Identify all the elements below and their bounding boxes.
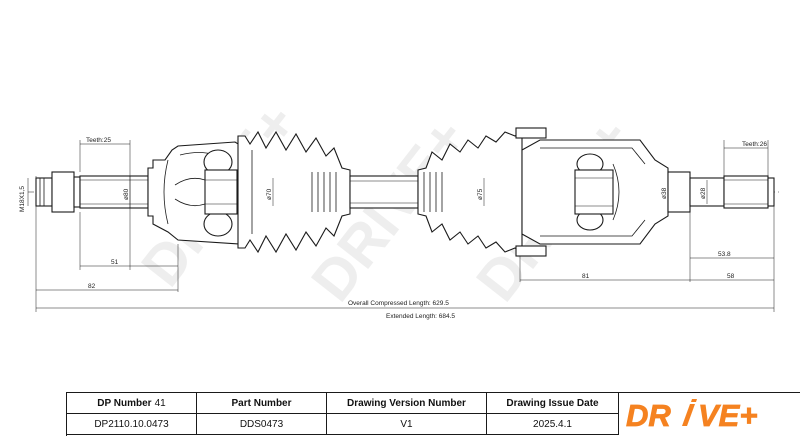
part-number-value: DDS0473 <box>197 414 327 435</box>
teeth-left-label: Teeth:25 <box>86 137 111 144</box>
dia-70-label: ø70 <box>266 188 273 200</box>
extended-length-label: Extended Length: 684.5 <box>386 313 455 320</box>
dimensions: Teeth:25 51 82 M18X1,5 ø80 ø70 ø75 ø38 ø… <box>19 137 775 320</box>
shaft <box>349 175 419 209</box>
length-58-label: 58 <box>727 273 735 280</box>
left-boot <box>237 130 351 254</box>
logo-text-end: VE+ <box>698 398 757 433</box>
length-53-8-label: 53.8 <box>718 251 731 258</box>
teeth-right-label: Teeth:26 <box>742 141 767 148</box>
length-51-label: 51 <box>111 259 119 266</box>
drawing-issue-value: 2025.4.1 <box>487 414 619 435</box>
dp-number-count: 41 <box>154 397 166 409</box>
dia-75-label: ø75 <box>477 188 484 200</box>
drawing-version-header: Drawing Version Number <box>327 393 487 414</box>
drive-shaft-drawing: DRIVE+ DRIVE+ DRIVE+ <box>19 92 782 320</box>
brand-logo: DR VE+ <box>619 393 800 437</box>
logo-text-start: DR <box>626 398 671 433</box>
dia-80-label: ø80 <box>123 188 130 200</box>
drawing-issue-header: Drawing Issue Date <box>487 393 619 414</box>
right-stub <box>667 171 775 213</box>
left-cv-joint <box>147 141 251 245</box>
drawing-version-value: V1 <box>327 414 487 435</box>
right-boot <box>417 127 547 257</box>
drive-logo: DR VE+ <box>626 398 758 433</box>
dia-38-label: ø38 <box>661 187 668 199</box>
overall-length-label: Overall Compressed Length: 629.5 <box>348 300 449 307</box>
dp-number-value: DP2110.10.0473 <box>67 414 197 435</box>
length-82-label: 82 <box>88 283 96 290</box>
thread-label: M18X1,5 <box>19 186 26 212</box>
dia-28-label: ø28 <box>700 187 707 199</box>
left-stub <box>35 171 149 213</box>
logo-i-mark <box>682 399 697 426</box>
part-number-header: Part Number <box>197 393 327 414</box>
right-cv-joint <box>521 139 669 245</box>
length-81-label: 81 <box>582 273 590 280</box>
